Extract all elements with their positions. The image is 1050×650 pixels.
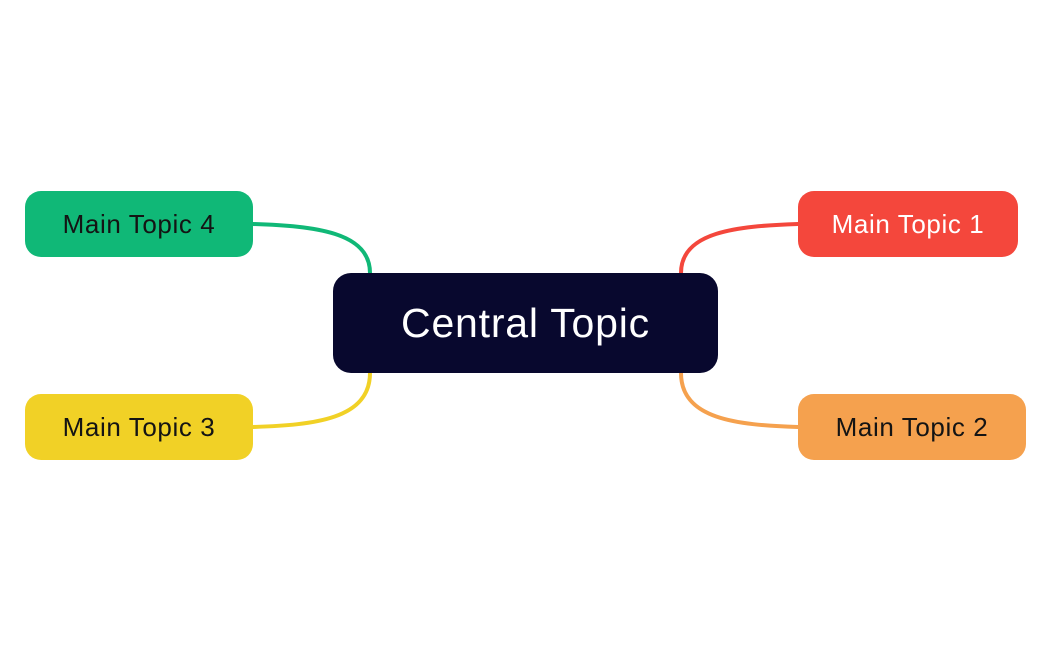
central-topic-node[interactable]: Central Topic xyxy=(333,273,718,373)
main-topic-4-label: Main Topic 4 xyxy=(62,208,216,239)
main-topic-3-label: Main Topic 3 xyxy=(62,411,216,442)
central-topic-label: Central Topic xyxy=(401,299,650,346)
main-topic-2-label: Main Topic 2 xyxy=(835,411,989,442)
main-topic-1-node[interactable]: Main Topic 1 xyxy=(798,191,1018,257)
connector-central-to-main-topic-2 xyxy=(679,371,800,429)
main-topic-1-label: Main Topic 1 xyxy=(831,208,985,239)
connector-central-to-main-topic-3 xyxy=(251,371,372,429)
main-topic-3-node[interactable]: Main Topic 3 xyxy=(25,394,253,460)
connector-central-to-main-topic-4 xyxy=(251,222,372,275)
main-topic-2-node[interactable]: Main Topic 2 xyxy=(798,394,1026,460)
connector-central-to-main-topic-1 xyxy=(679,222,800,275)
main-topic-4-node[interactable]: Main Topic 4 xyxy=(25,191,253,257)
